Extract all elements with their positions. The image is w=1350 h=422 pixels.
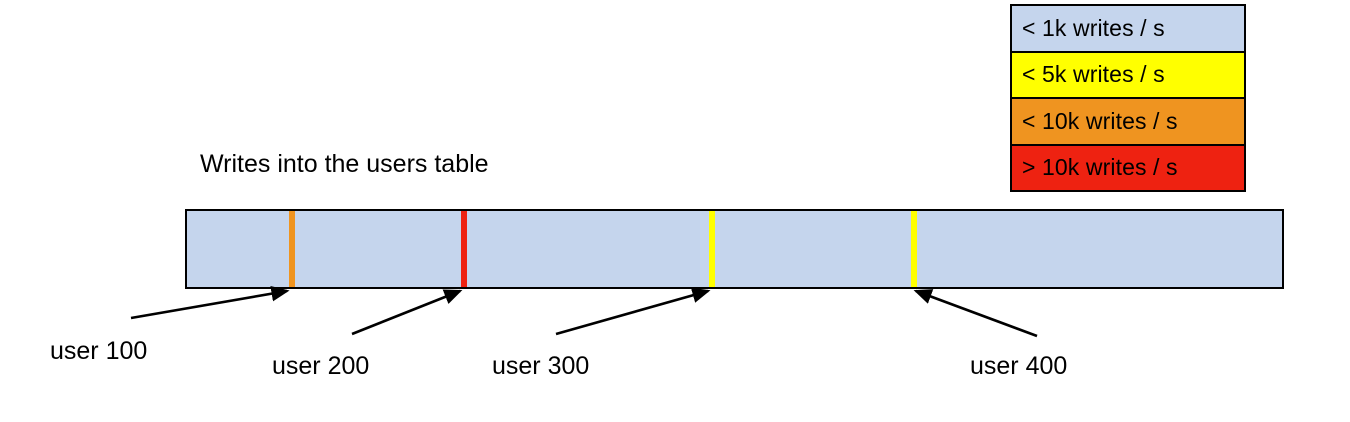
bar-marker-user-200 [461, 211, 467, 287]
legend-label: > 10k writes / s [1022, 154, 1178, 181]
legend-label: < 10k writes / s [1022, 107, 1178, 134]
bar-marker-user-400 [911, 211, 917, 287]
legend-row-2: < 10k writes / s [1012, 99, 1244, 146]
user-label-user-400: user 400 [970, 352, 1068, 380]
user-label-user-100: user 100 [50, 337, 148, 365]
user-label-user-200: user 200 [272, 352, 370, 380]
legend-row-3: > 10k writes / s [1012, 145, 1244, 190]
users-table-bar [185, 209, 1284, 289]
write-rate-legend: < 1k writes / s < 5k writes / s < 10k writ… [1010, 4, 1246, 192]
annotation-arrow-user-300 [555, 287, 711, 336]
user-label-user-300: user 300 [492, 352, 590, 380]
legend-row-1: < 5k writes / s [1012, 52, 1244, 99]
legend-row-0: < 1k writes / s [1012, 6, 1244, 53]
bar-title: Writes into the users table [200, 150, 489, 178]
annotation-arrow-user-100 [130, 285, 290, 320]
annotation-arrow-user-200 [351, 289, 463, 336]
bar-marker-user-100 [289, 211, 295, 287]
legend-label: < 5k writes / s [1022, 61, 1165, 88]
annotation-arrow-user-400 [913, 289, 1038, 338]
legend-label: < 1k writes / s [1022, 14, 1165, 41]
bar-marker-user-300 [709, 211, 715, 287]
